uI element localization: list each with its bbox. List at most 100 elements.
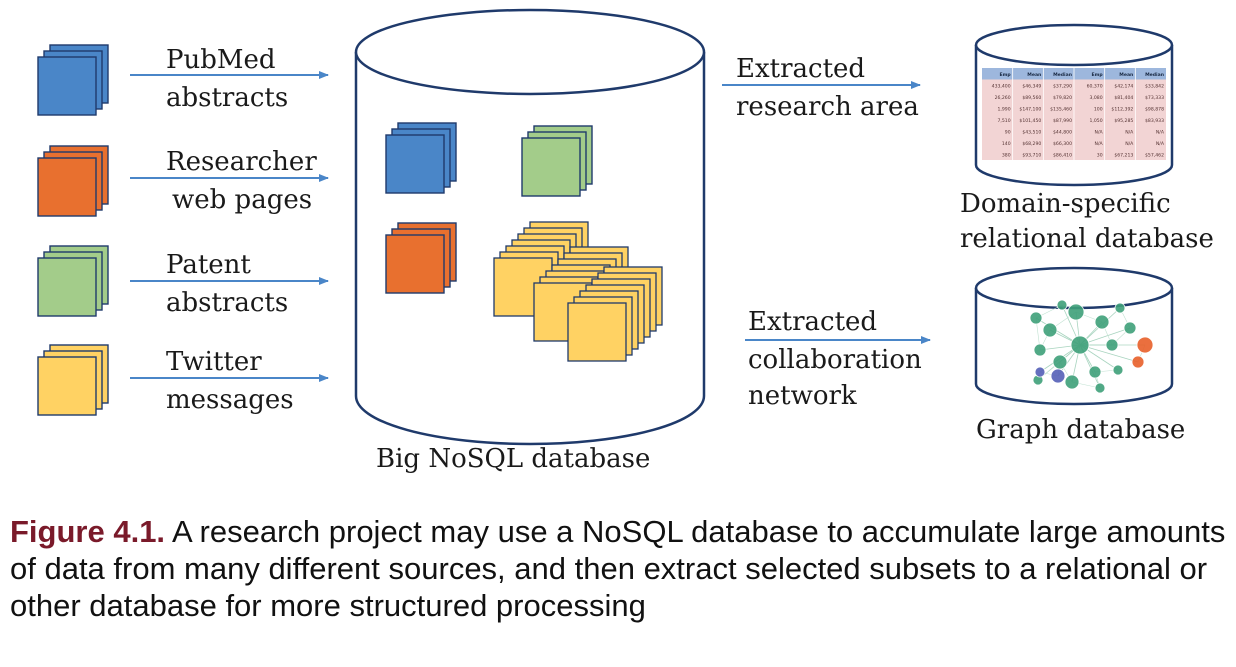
table-cell: 433,400 [992,84,1011,90]
table-cell: 380 [1002,153,1011,159]
relational-db-label-line1: Domain-specific [960,189,1171,219]
stack-sheet [37,157,97,217]
network-node [1056,299,1068,311]
table-cell: $95,285 [1114,118,1133,124]
table-cell: 100 [1094,107,1103,113]
network-node [1029,311,1043,325]
table-cell: $112,392 [1111,107,1133,113]
source-label-pubmed-line1: PubMed [166,45,276,75]
source-stack-twitter [37,344,109,416]
table-cell: 26,260 [995,95,1011,101]
table-cell: $73,333 [1145,95,1164,101]
source-stack-patent [37,245,109,317]
table-cell: N/A [1156,130,1165,136]
stack-sheet [385,234,445,294]
stack-sheet [385,134,445,194]
table-cell: 60,370 [1087,84,1103,90]
source-label-twitter-line2: messages [166,385,294,415]
nosql-label: Big NoSQL database [376,444,650,474]
graph-arrow-label-line2: collaboration [748,345,922,375]
relational-db-label-line2: relational database [960,224,1214,254]
source-stack-pubmed [37,44,109,116]
table-cell: $81,404 [1114,95,1133,101]
source-stack-researcher [37,145,109,217]
table-cell: N/A [1095,141,1104,147]
table-cell: $98,878 [1145,107,1164,113]
source-label-patent-line1: Patent [166,250,251,280]
network-node [1052,354,1068,370]
table-cell: N/A [1125,141,1134,147]
network-node [1070,335,1090,355]
stack-sheet [521,137,581,197]
table-cell: $42,174 [1114,84,1133,90]
table-header-cell: Median [1053,72,1072,78]
table-cell: $44,800 [1053,130,1072,136]
table-cell: 90 [1005,130,1011,136]
network-node [1064,374,1080,390]
source-label-twitter-line1: Twitter [166,347,262,377]
table-cell: $101,450 [1019,118,1041,124]
collaboration-network-graphic [1029,299,1154,394]
graph-arrow-label-line3: network [748,381,857,411]
table-header-cell: Mean [1027,72,1041,78]
table-cell: $67,213 [1114,153,1133,159]
table-cell: $83,933 [1145,118,1164,124]
table-header-cell: Emp [1091,72,1103,78]
graph-db-label: Graph database [976,415,1185,445]
table-header-cell: Mean [1119,72,1133,78]
figure-caption: Figure 4.1. A research project may use a… [10,513,1232,624]
nosql-flow-diagram: PubMed abstracts Researcher web pages Pa… [37,8,1214,474]
yellow-sheet [567,302,627,362]
network-node [1123,321,1137,335]
stack-sheet [37,356,97,416]
caption-text: A research project may use a NoSQL datab… [10,514,1226,623]
source-label-researcher-line2: web pages [172,185,312,215]
source-label-researcher-line1: Researcher [166,147,317,177]
graph-arrow-label-line1: Extracted [748,307,877,337]
table-cell: $43,510 [1022,130,1041,136]
network-node [1131,355,1145,369]
network-node [1136,336,1154,354]
table-cell: 140 [1002,141,1011,147]
network-node [1042,322,1058,338]
table-cell: N/A [1156,141,1165,147]
nosql-stack-green [521,125,593,197]
table-cell: $66,300 [1053,141,1072,147]
table-cell: N/A [1095,130,1104,136]
stack-sheet [37,257,97,317]
network-edge [1079,344,1139,363]
figure-number: Figure 4.1. [10,514,166,549]
table-cell: 1,050 [1090,118,1103,124]
network-node [1094,314,1110,330]
table-cell: $147,100 [1019,107,1041,113]
network-node [1033,343,1047,357]
relational-arrow-label-line1: Extracted [736,54,865,84]
table-cell: 7,510 [998,118,1011,124]
table-cell: $87,990 [1053,118,1072,124]
table-cell: 30 [1097,153,1103,159]
source-label-patent-line2: abstracts [166,288,288,318]
table-cell: 3,080 [1090,95,1103,101]
table-cell: $57,462 [1145,153,1164,159]
network-node [1088,365,1102,379]
table-cell: $37,290 [1053,84,1072,90]
table-cell: $33,842 [1145,84,1164,90]
table-cell: $89,560 [1022,95,1041,101]
network-node [1050,368,1066,384]
graph-db-cylinder [974,266,1174,406]
relational-arrow-label-line2: research area [736,92,919,122]
network-node [1112,364,1124,376]
nosql-stack-orange [385,222,457,294]
table-cell: $93,710 [1022,153,1041,159]
table-cell: 1,990 [998,107,1011,113]
nosql-stack-yellow-cluster [493,221,663,362]
network-node [1114,302,1126,314]
source-label-pubmed-line2: abstracts [166,83,288,113]
table-cell: $79,820 [1053,95,1072,101]
nosql-stack-blue [385,122,457,194]
network-node [1094,382,1106,394]
network-node [1034,366,1046,378]
network-node [1105,338,1119,352]
